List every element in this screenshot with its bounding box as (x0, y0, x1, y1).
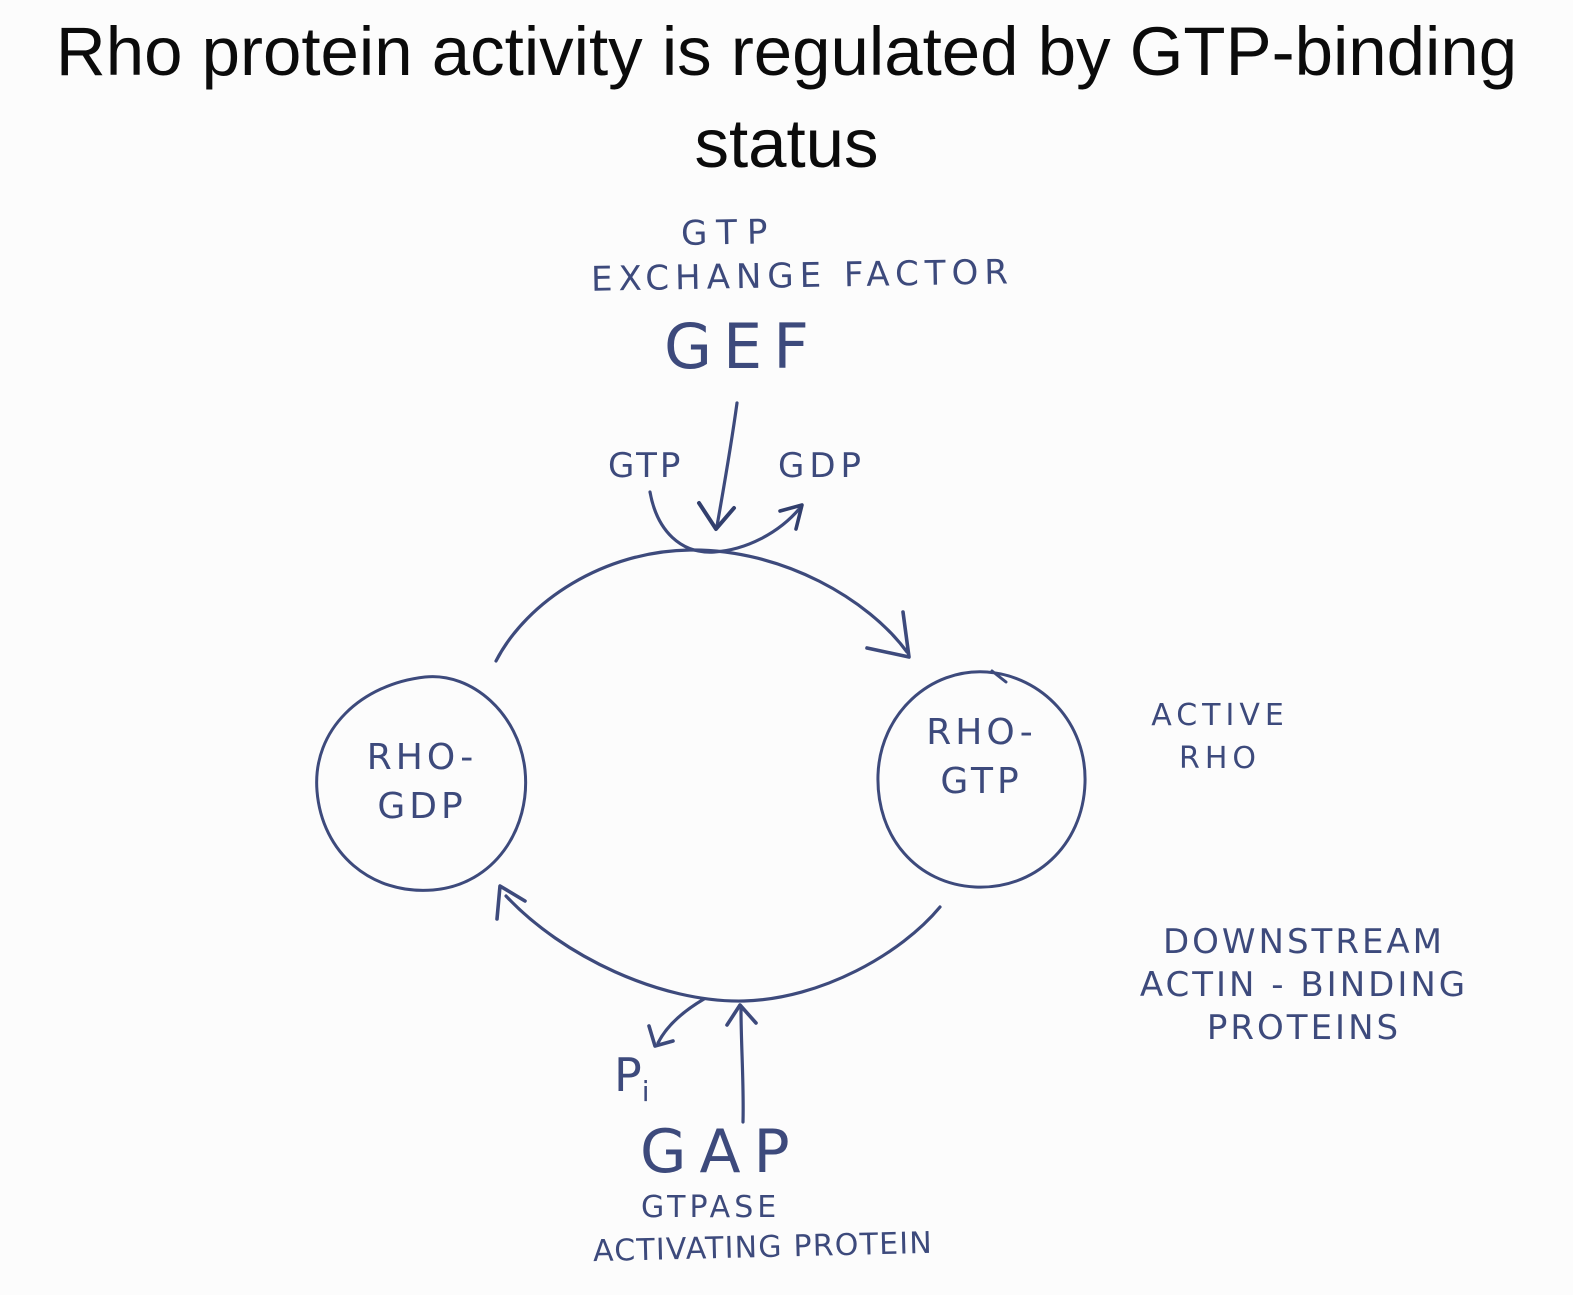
gef-label-gtp: GTP (680, 212, 778, 254)
rho-gdp-circle (315, 675, 528, 892)
gap-arrowhead-icon (725, 1003, 758, 1027)
gef-down-arrowhead-icon (697, 501, 736, 531)
active-rho-line2: RHO (1178, 741, 1262, 776)
active-rho-caption: ACTIVE RHO (1130, 694, 1310, 780)
downstream-line2: ACTIN - BINDING (1139, 965, 1469, 1005)
gap-label-activating-protein: ACTIVATING PROTEIN (592, 1225, 934, 1270)
page-title-line2: status (694, 105, 879, 182)
page-title: Rho protein activity is regulated by GTP… (0, 6, 1573, 190)
rho-gtp-line2: GTP (940, 761, 1023, 802)
rho-gdp-line2: GDP (377, 786, 467, 827)
cycle-bottom-arrowhead-icon (495, 884, 527, 921)
gap-label-gtpase: GTPASE (641, 1190, 781, 1225)
gap-up-arrow (739, 1007, 745, 1124)
rho-gdp-line1: RHO- (366, 737, 478, 778)
rho-gtp-circle (876, 669, 1087, 889)
gef-abbr: GEF (664, 310, 820, 383)
gtp-gdp-arrowhead-icon (778, 503, 804, 531)
pi-label: Pi (614, 1052, 650, 1106)
pi-sub: i (641, 1075, 650, 1108)
active-rho-line1: ACTIVE (1151, 698, 1289, 733)
cycle-bottom-arc-arrow (504, 894, 942, 1003)
rho-gtp-node-label: RHO- GTP (878, 708, 1085, 806)
exchange-gdp-label: GDP (778, 446, 867, 486)
page-title-line1: Rho protein activity is regulated by GTP… (55, 13, 1518, 90)
gef-down-arrow (715, 401, 739, 528)
downstream-line1: DOWNSTREAM (1162, 922, 1446, 962)
rho-gtp-line1: RHO- (926, 712, 1037, 753)
pi-arrowhead-icon (647, 1024, 675, 1048)
gap-abbr: GAP (640, 1117, 803, 1187)
exchange-gtp-label: GTP (608, 446, 684, 486)
downstream-caption: DOWNSTREAM ACTIN - BINDING PROTEINS (1128, 921, 1480, 1050)
pi-base: P (614, 1048, 642, 1102)
pi-branch-arrow (656, 997, 706, 1045)
gef-label-exchange-factor: EXCHANGE FACTOR (590, 252, 1015, 300)
downstream-line3: PROTEINS (1206, 1008, 1402, 1048)
rho-gdp-node-label: RHO- GDP (317, 733, 527, 831)
gtp-gdp-swoosh-arrow (648, 490, 802, 554)
cycle-top-arc-arrow (494, 548, 909, 663)
cycle-top-arrowhead-icon (865, 610, 911, 659)
